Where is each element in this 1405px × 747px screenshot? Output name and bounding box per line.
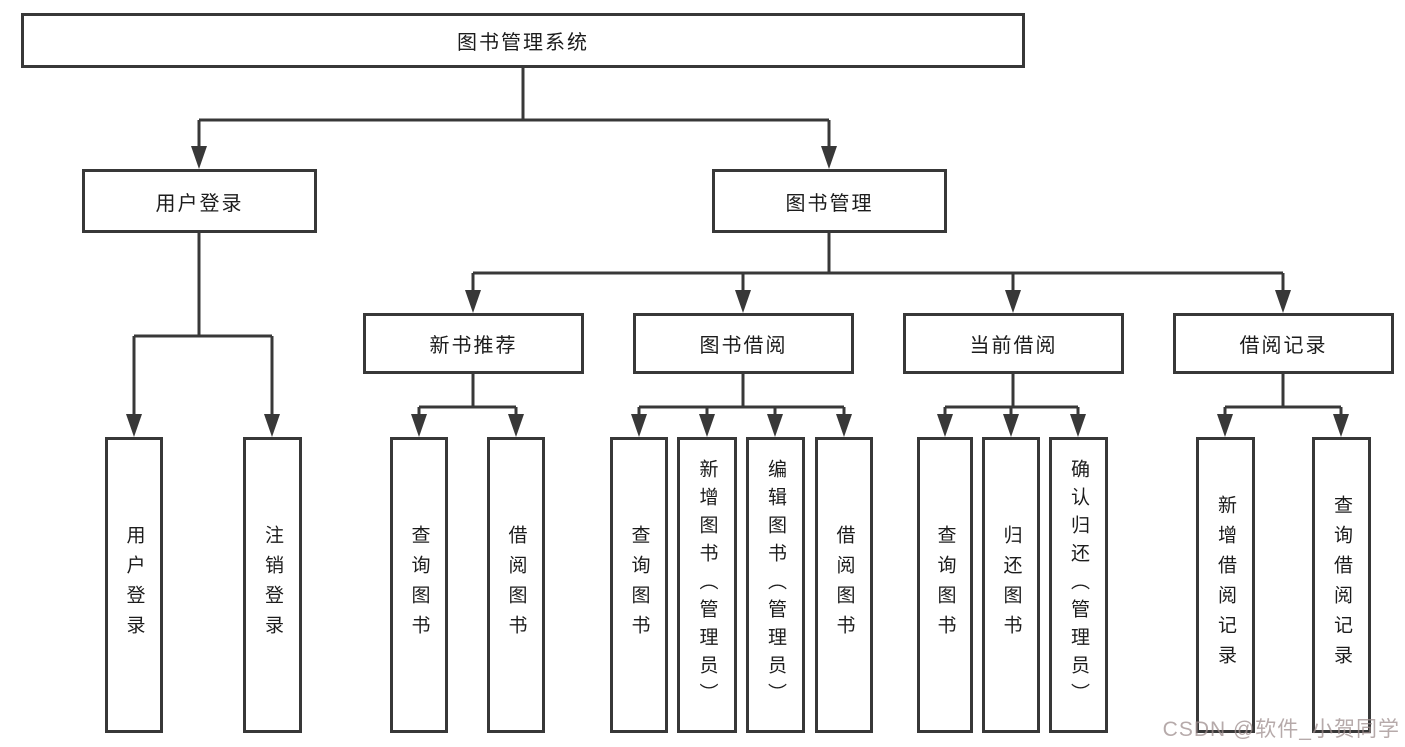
node-leaf-add-borrow-record: 新增借阅记录 [1196,437,1255,733]
node-borrowing-records: 借阅记录 [1173,313,1394,374]
node-leaf-borrow-books-recommend: 借阅图书 [487,437,545,733]
node-leaf-confirm-return-admin: 确认归还（管理员） [1049,437,1108,733]
node-leaf-borrow-books-borrowing: 借阅图书 [815,437,873,733]
csdn-watermark: CSDN @软件_小贺同学 [1162,718,1400,741]
node-leaf-query-borrow-record: 查询借阅记录 [1312,437,1371,733]
node-user-login: 用户登录 [82,169,317,233]
node-leaf-edit-books-admin: 编辑图书（管理员） [746,437,805,733]
node-leaf-logout: 注销登录 [243,437,302,733]
node-current-borrowing: 当前借阅 [903,313,1124,374]
node-leaf-return-books: 归还图书 [982,437,1040,733]
node-leaf-query-books-recommend: 查询图书 [390,437,448,733]
node-root-library-management-system: 图书管理系统 [21,13,1025,68]
node-leaf-query-books-borrowing: 查询图书 [610,437,668,733]
node-new-book-recommend: 新书推荐 [363,313,584,374]
node-book-management: 图书管理 [712,169,947,233]
node-leaf-user-login: 用户登录 [105,437,163,733]
node-leaf-query-books-current: 查询图书 [917,437,973,733]
node-book-borrowing: 图书借阅 [633,313,854,374]
node-leaf-add-books-admin: 新增图书（管理员） [677,437,737,733]
